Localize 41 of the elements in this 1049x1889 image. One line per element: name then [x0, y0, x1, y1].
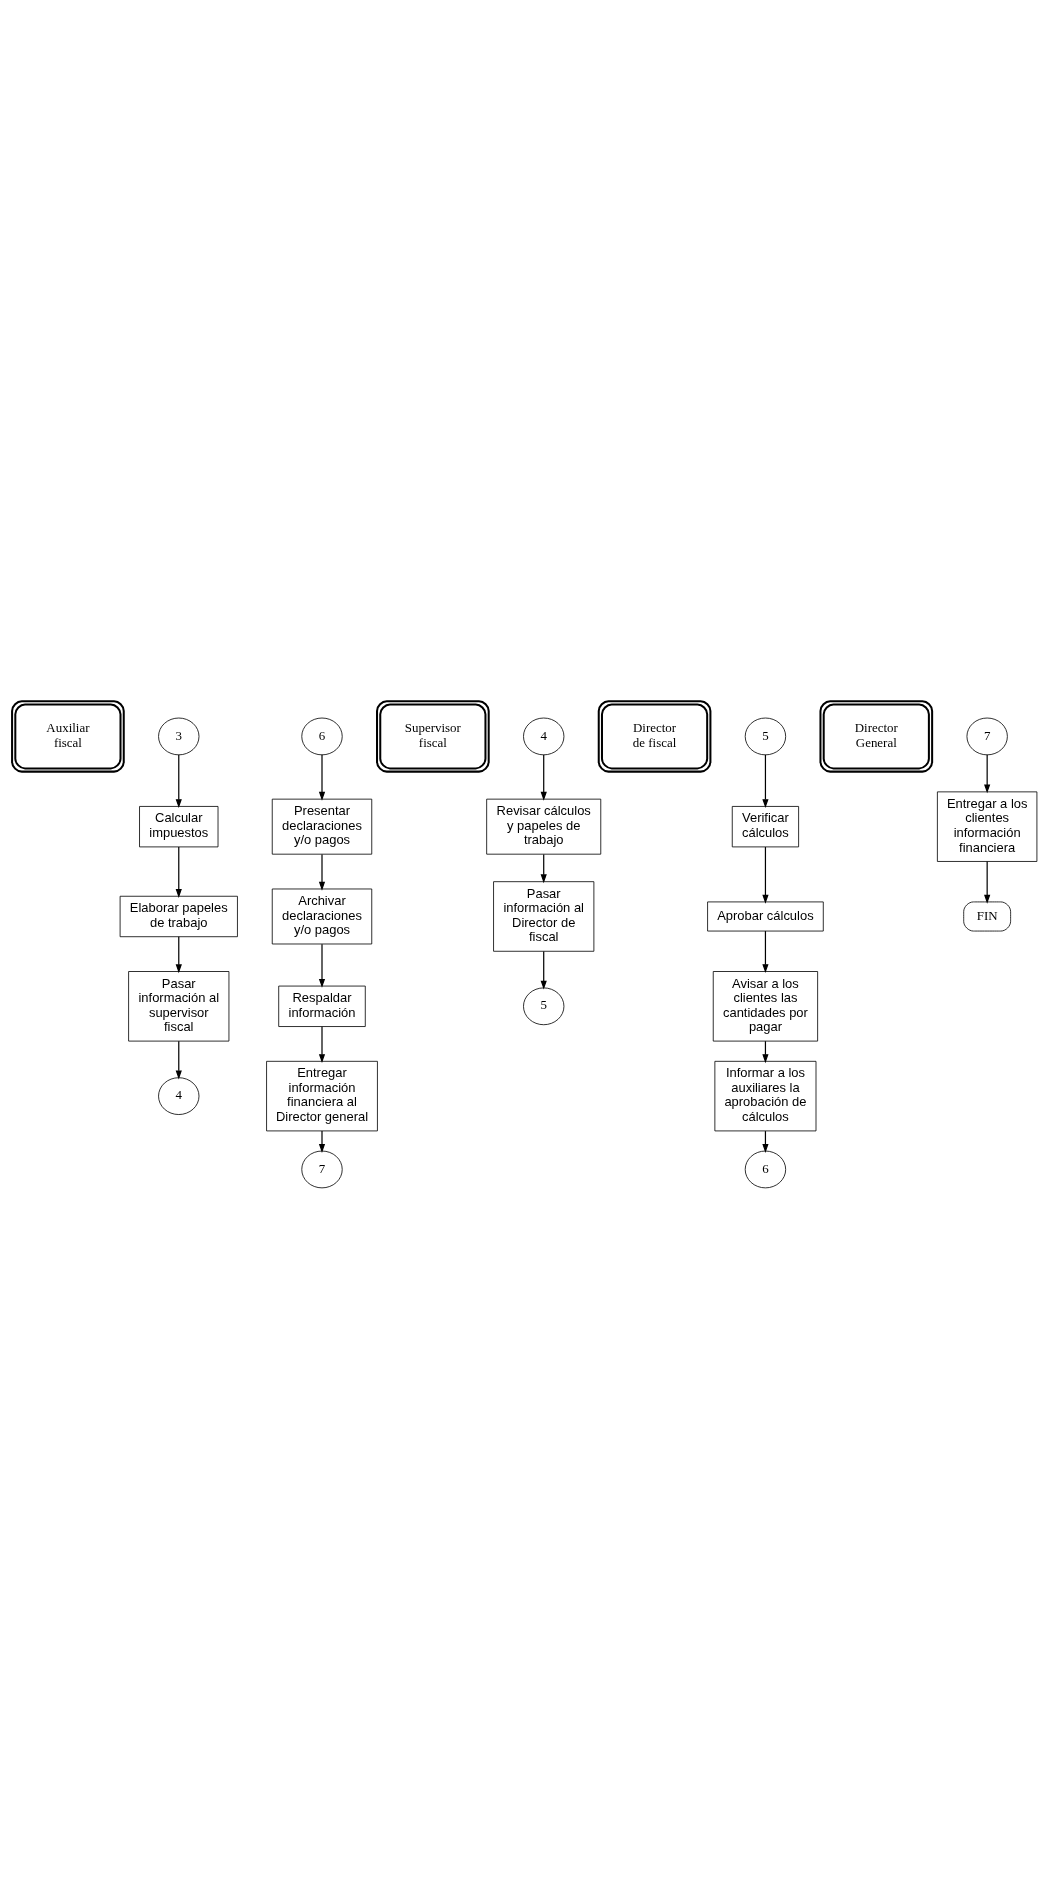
node-circle: 6 [744, 1150, 787, 1189]
node-box: Aprobar cálculos [707, 901, 824, 932]
node-box: Calcular impuestos [139, 806, 219, 848]
node-box: Pasar información al Director de fiscal [493, 881, 595, 952]
arrow [175, 1040, 182, 1080]
arrow [540, 754, 547, 801]
arrow [762, 930, 769, 974]
node-box: Informar a los auxiliares la aprobación de cálculos [714, 1060, 817, 1132]
node-circle: 7 [966, 717, 1008, 756]
node-circle: 3 [158, 717, 200, 756]
arrow [318, 853, 326, 891]
node-box: Respaldar información [278, 985, 366, 1027]
arrow [540, 950, 547, 990]
node-circle: 4 [158, 1077, 200, 1115]
node-box: Revisar cálculos y papeles de trabajo [486, 798, 602, 855]
node-box: Entregar información financiera al Director general [266, 1060, 378, 1132]
arrow [175, 846, 182, 898]
node-circle: 5 [744, 717, 787, 756]
node-circle: 5 [523, 987, 565, 1026]
node-box: Avisar a los clientes las cantidades por pagar [712, 971, 819, 1042]
node-circle: 4 [523, 717, 565, 756]
node-box: Entregar a los clientes información financiera [937, 791, 1038, 862]
arrow [175, 936, 182, 974]
arrow [540, 853, 547, 884]
node-circle: 6 [301, 717, 343, 756]
arrow [175, 754, 182, 809]
node-circle: 7 [301, 1150, 343, 1189]
arrow [318, 943, 326, 988]
arrow [318, 1130, 326, 1153]
node-box: FIN [963, 901, 1012, 932]
arrow [762, 754, 769, 809]
node-box: Archivar declaraciones y/o pagos [271, 888, 373, 945]
node-box: Elaborar papeles de trabajo [119, 895, 238, 938]
node-box: Presentar declaraciones y/o pagos [271, 798, 373, 855]
arrow [762, 846, 769, 904]
arrow [318, 1026, 326, 1064]
node-box: Pasar información al supervisor fiscal [128, 971, 230, 1042]
node-box: Verificar cálculos [731, 806, 799, 848]
arrow [984, 860, 991, 904]
arrow [318, 754, 326, 801]
arrow [984, 754, 991, 794]
